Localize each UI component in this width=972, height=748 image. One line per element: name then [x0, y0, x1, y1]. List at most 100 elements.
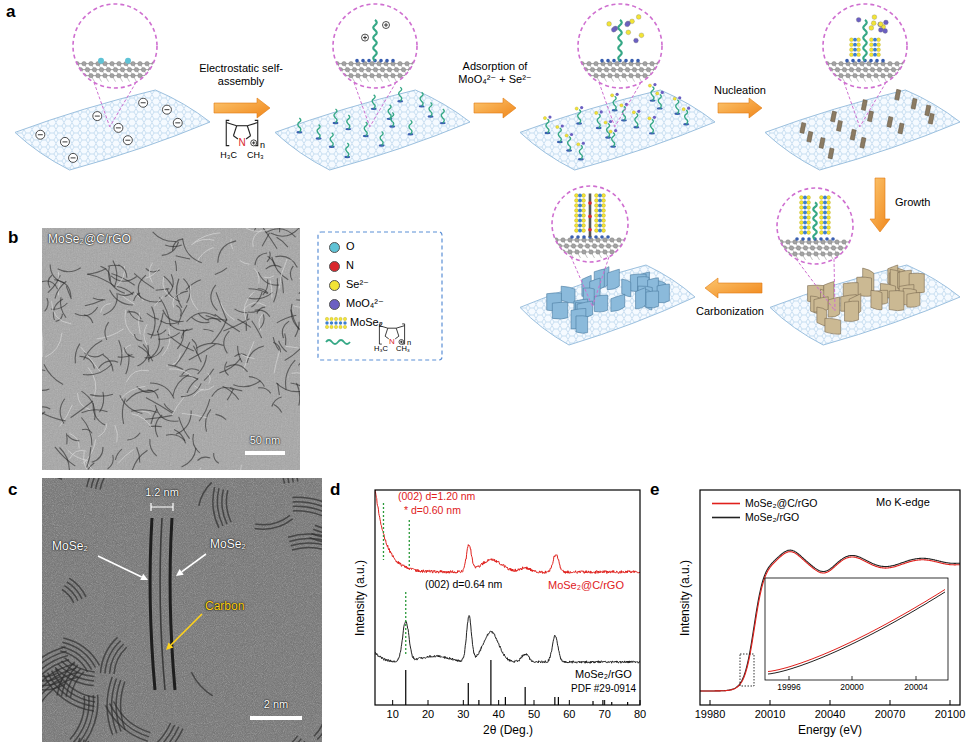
adsorbed-segment — [869, 59, 873, 63]
crumpled-sheet — [143, 344, 149, 362]
crumpled-sheet — [255, 253, 267, 265]
crumpled-sheet — [144, 324, 147, 345]
inset-curve — [768, 590, 945, 672]
crumpled-sheet — [67, 435, 79, 441]
crumpled-sheet — [183, 279, 190, 303]
axis-title: Intensity (a.u.) — [679, 560, 693, 636]
bond — [414, 63, 421, 64]
carbon-atom — [599, 244, 603, 248]
selenium-atom — [343, 325, 346, 328]
adsorbed-segment — [831, 237, 835, 241]
crumpled-sheet — [244, 292, 254, 322]
crumpled-sheet — [218, 241, 236, 263]
bond — [820, 64, 824, 70]
nanosheet — [646, 291, 659, 308]
bond — [330, 64, 334, 70]
crumpled-sheet — [277, 237, 288, 247]
bond — [824, 70, 828, 76]
molybdenum-atom — [339, 321, 342, 324]
crumpled-sheet — [149, 263, 152, 283]
lattice-fringe — [292, 547, 322, 557]
process-arrow — [214, 98, 270, 118]
zoom-content — [573, 15, 670, 82]
nanosheet — [607, 269, 619, 290]
crumpled-sheet — [286, 346, 299, 348]
bond — [774, 241, 781, 242]
crumpled-sheet — [223, 386, 239, 399]
selenium-atom — [807, 206, 811, 210]
nucleus-flake — [867, 111, 873, 122]
carbon-atom — [398, 73, 402, 77]
polymer-chain — [607, 123, 610, 137]
bond — [147, 75, 154, 76]
charge-symbol — [362, 34, 369, 41]
adsorbed-segment — [367, 59, 371, 63]
adsorbed-segment — [801, 237, 805, 241]
lattice-fringe — [222, 489, 227, 524]
crumpled-sheet — [258, 388, 271, 394]
mose2-layer — [150, 518, 155, 690]
polymer-chain — [388, 105, 391, 119]
lattice-fringe — [96, 478, 123, 489]
carbon-atom — [625, 67, 629, 71]
crumpled-sheet — [127, 433, 140, 440]
bond — [154, 76, 158, 82]
bond — [334, 70, 338, 76]
crumpled-sheet — [129, 310, 144, 321]
peak-label: (002) d=0.64 nm — [425, 578, 502, 590]
selenium-atom — [575, 199, 579, 203]
nanosheet — [576, 316, 588, 334]
molybdenum-atom — [803, 231, 807, 235]
ion — [607, 22, 612, 27]
zoom-guide — [834, 259, 836, 311]
bond — [154, 64, 158, 70]
crumpled-sheet — [279, 259, 287, 289]
crumpled-sheet — [224, 470, 235, 471]
xrd-curve — [375, 616, 640, 664]
carbon-atom — [596, 250, 600, 254]
charge-symbol — [36, 130, 45, 139]
lattice-fringe — [67, 582, 82, 599]
carbon-atom — [817, 246, 821, 250]
carbon-atom — [617, 238, 621, 242]
carbon-atom — [853, 73, 857, 77]
crumpled-sheet — [248, 292, 273, 298]
atom-label: N — [238, 137, 245, 149]
crumpled-sheet — [212, 388, 234, 397]
crumpled-sheet — [231, 239, 233, 249]
crumpled-sheet — [198, 313, 209, 320]
carbon-atom — [814, 252, 818, 256]
selenium-atom — [330, 317, 333, 320]
molybdenum-atom — [803, 226, 807, 230]
zoom-guide — [94, 82, 110, 126]
polymer-chain — [863, 20, 867, 61]
arrowhead — [166, 643, 173, 650]
bond — [623, 245, 630, 246]
lattice-fringe — [315, 522, 322, 529]
crumpled-sheet — [173, 239, 184, 251]
bond — [663, 70, 667, 76]
repeat-index: n — [407, 339, 411, 348]
carbon-atom — [902, 73, 906, 77]
selenium-atom — [820, 206, 824, 210]
panel-letter: d — [330, 480, 340, 500]
bond — [344, 76, 348, 82]
crumpled-sheet — [100, 392, 104, 413]
charge-bar — [164, 109, 169, 110]
adsorbed-segment — [594, 235, 598, 239]
ion — [869, 26, 874, 31]
charge-bar — [71, 157, 76, 158]
selenide-ion — [656, 92, 659, 95]
carbon-layer — [160, 518, 165, 690]
molybdenum-atom — [598, 199, 602, 203]
carbon-atom — [370, 61, 374, 65]
zoom-guide — [370, 82, 396, 126]
group-label: H₃C — [374, 345, 388, 354]
molybdenum-atom — [578, 204, 582, 208]
bond — [774, 242, 778, 248]
selenium-atom — [602, 214, 606, 218]
selenium-atom — [602, 224, 606, 228]
zoom-ground — [578, 4, 662, 88]
crumpled-sheet — [58, 268, 81, 272]
carbon-atom — [141, 67, 145, 71]
